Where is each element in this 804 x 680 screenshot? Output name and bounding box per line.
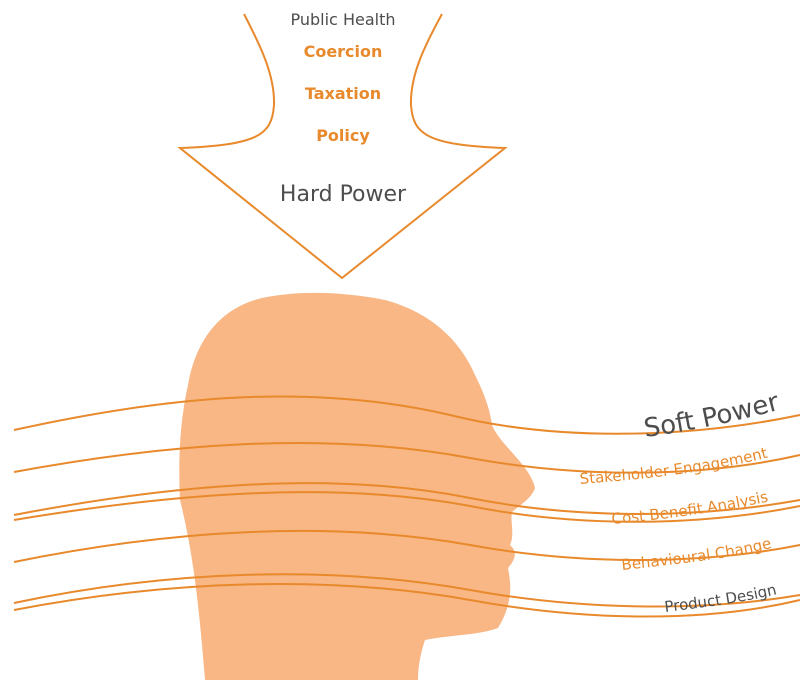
flow-line-6 (13, 573, 801, 608)
behavioural-change-label: Behavioural Change (621, 534, 773, 574)
soft-power-label: Soft Power (642, 387, 782, 444)
flow-line-1 (13, 395, 801, 435)
stakeholder-engagement-label: Stakeholder Engagement (579, 444, 769, 488)
hard-power-arrow (177, 13, 508, 280)
taxation-label: Taxation (305, 84, 381, 103)
flow-line-2 (13, 442, 801, 474)
public-health-label: Public Health (291, 10, 396, 29)
flow-line-3 (13, 482, 801, 516)
product-design-label: Product Design (663, 580, 778, 615)
flow-line-5 (13, 529, 801, 563)
soft-power-flow-lines (13, 395, 801, 618)
hard-power-label: Hard Power (280, 182, 407, 207)
coercion-label: Coercion (304, 42, 383, 61)
cost-benefit-analysis-label: Cost Benefit Analysis (611, 488, 770, 528)
flow-line-4 (13, 491, 801, 523)
policy-label: Policy (316, 126, 370, 145)
flow-line-7 (13, 583, 801, 618)
